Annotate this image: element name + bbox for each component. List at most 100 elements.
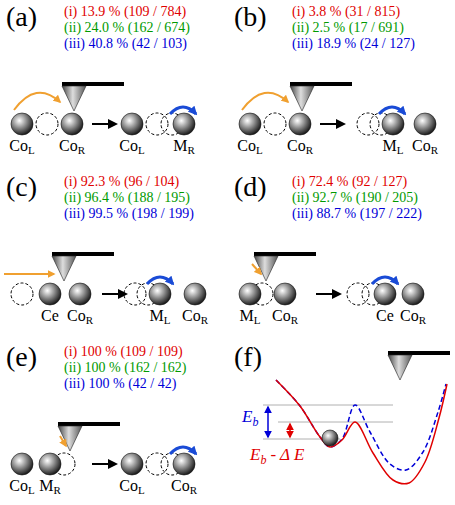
subscript: R [187, 144, 194, 156]
atom [374, 283, 396, 305]
atom [184, 283, 206, 305]
panel-letter: (c) [6, 172, 37, 203]
subscript: L [28, 484, 35, 496]
atom [382, 113, 404, 135]
level-line [263, 405, 393, 406]
subscript: L [256, 144, 263, 156]
subscript: b [252, 416, 258, 429]
process-arrow [92, 463, 116, 465]
subscript: L [254, 314, 261, 326]
subscript: R [431, 144, 438, 156]
process-arrow [92, 123, 116, 125]
atom [414, 113, 436, 135]
atom [239, 113, 261, 135]
atom-label: M [150, 307, 164, 325]
atom [61, 113, 83, 135]
atom [39, 283, 61, 305]
tip-bar [254, 252, 316, 256]
atom-label: Co [400, 307, 419, 325]
subscript: R [201, 314, 208, 326]
atom-label: Co [272, 307, 291, 325]
atom [11, 113, 33, 135]
atom [39, 453, 61, 475]
atom-label: Co [9, 137, 28, 155]
stm-tip [62, 86, 86, 111]
potential-art [263, 351, 450, 484]
energy-symbol: E [250, 446, 260, 465]
subscript: L [138, 484, 145, 496]
percent-line: (iii) 18.9 % (24 / 127) [292, 36, 415, 51]
vacancy [11, 283, 33, 305]
percent-line: (iii) 40.8 % (42 / 103) [64, 36, 187, 51]
percent-line: (ii) 100 % (162 / 162) [64, 360, 186, 375]
atom-label: Co [287, 137, 306, 155]
panel-letter: (f) [234, 342, 262, 373]
subscript: R [306, 144, 313, 156]
atom [239, 283, 261, 305]
subscript: R [53, 484, 60, 496]
atom [289, 113, 311, 135]
panel-letter: (b) [234, 2, 267, 33]
vacancy [124, 283, 146, 305]
atom [149, 283, 171, 305]
percent-line: (i) 3.8 % (31 / 815) [292, 4, 400, 19]
atom [173, 113, 195, 135]
atom [173, 453, 195, 475]
vacancy [36, 113, 58, 135]
subscript: R [190, 484, 197, 496]
tip-bar [388, 351, 450, 355]
tip-path [252, 264, 261, 274]
energy-label: - Δ E [270, 446, 304, 465]
process-arrow [102, 293, 126, 295]
atom-label: Co [67, 307, 86, 325]
subscript: L [28, 144, 35, 156]
barrier-arrow [289, 424, 291, 437]
subscript: L [164, 314, 171, 326]
panel-art [239, 82, 436, 135]
barrier-arrow [267, 407, 269, 437]
energy-symbol: E [242, 408, 252, 427]
percent-line: (iii) 100 % (42 / 42) [64, 376, 176, 391]
atom-label: Co [119, 137, 138, 155]
percent-line: (i) 92.3 % (96 / 104) [64, 174, 179, 189]
atom-label: M [383, 137, 397, 155]
hop-arrow [379, 107, 405, 114]
atom-label: Co [171, 477, 190, 495]
atom-label: M [240, 307, 254, 325]
atom-label: Ce [41, 307, 59, 325]
atom [11, 453, 33, 475]
atom-label: Co [59, 137, 78, 155]
stm-tip [52, 256, 76, 281]
atom [121, 453, 143, 475]
atom-label: Co [412, 137, 431, 155]
percent-line: (ii) 24.0 % (162 / 674) [64, 20, 190, 35]
panel-art [4, 252, 206, 305]
panel-art [239, 252, 424, 305]
atom [121, 113, 143, 135]
tip-bar [290, 82, 352, 86]
subscript: R [86, 314, 93, 326]
tip-path [4, 273, 54, 275]
subscript: L [397, 144, 404, 156]
atom-label: M [39, 477, 53, 495]
hop-arrow [170, 447, 196, 454]
percent-line: (iii) 88.7 % (197 / 222) [292, 206, 422, 221]
percent-line: (i) 100 % (109 / 109) [64, 344, 183, 359]
tip-bar [52, 252, 114, 256]
process-arrow [320, 123, 344, 125]
process-arrow [316, 293, 340, 295]
tip-bar [62, 82, 124, 86]
tip-path [242, 93, 288, 110]
panel-letter: (a) [6, 2, 37, 33]
vacancy [264, 113, 286, 135]
atom [402, 283, 424, 305]
atom [69, 283, 91, 305]
tip-path [14, 93, 60, 110]
panel-art [11, 422, 196, 475]
stm-tip [58, 426, 82, 451]
panel-letter: (d) [234, 172, 267, 203]
subscript: R [78, 144, 85, 156]
subscript: R [419, 314, 426, 326]
